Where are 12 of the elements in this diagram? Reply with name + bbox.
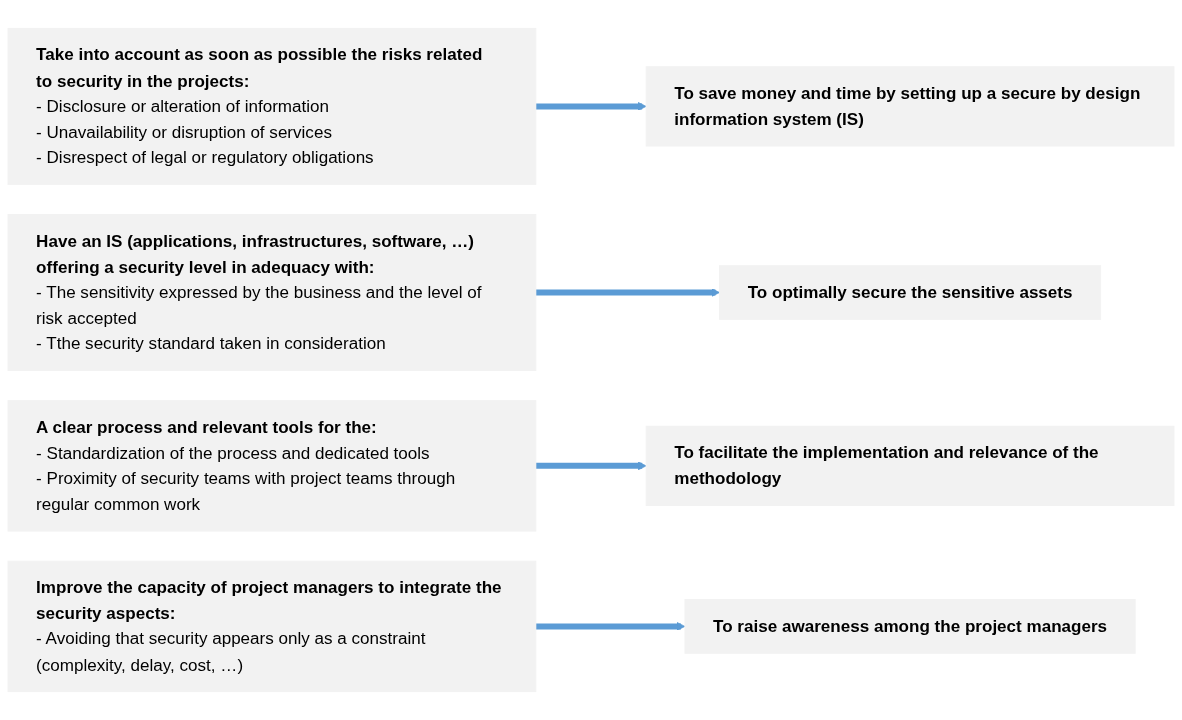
node-box: To optimally secure the sensitive assets: [719, 265, 1102, 320]
node-box: To facilitate the implementation and relevance of the methodology: [645, 425, 1175, 506]
node-box: To raise awareness among the project managers: [684, 599, 1136, 654]
arrow: [535, 288, 720, 297]
arrow: [535, 461, 647, 471]
node-box: Have an IS (applications, infrastructures, software, …) offering a security level in adequacy with: - The sensitivity expressed by the business and the level of risk accepted - Tthe security standard taken in consideration: [7, 214, 537, 372]
node-box: Improve the capacity of project managers to integrate the security aspects: - Avoiding that security appears only as a constraint (complexity, delay, cost, …): [7, 560, 537, 693]
node-box: To save money and time by setting up a secure by design information system (IS): [645, 66, 1175, 147]
node-box: Take into account as soon as possible the risks related to security in the projects: - Disclosure or alteration of information - Unavailability or disruption of services - Disrespect of legal or regulatory obligations: [7, 27, 537, 185]
arrow: [535, 622, 686, 631]
arrow: [535, 102, 647, 111]
node-box: A clear process and relevant tools for the: - Standardization of the process and dedicated tools - Proximity of security teams with project teams through regular common work: [7, 400, 537, 532]
